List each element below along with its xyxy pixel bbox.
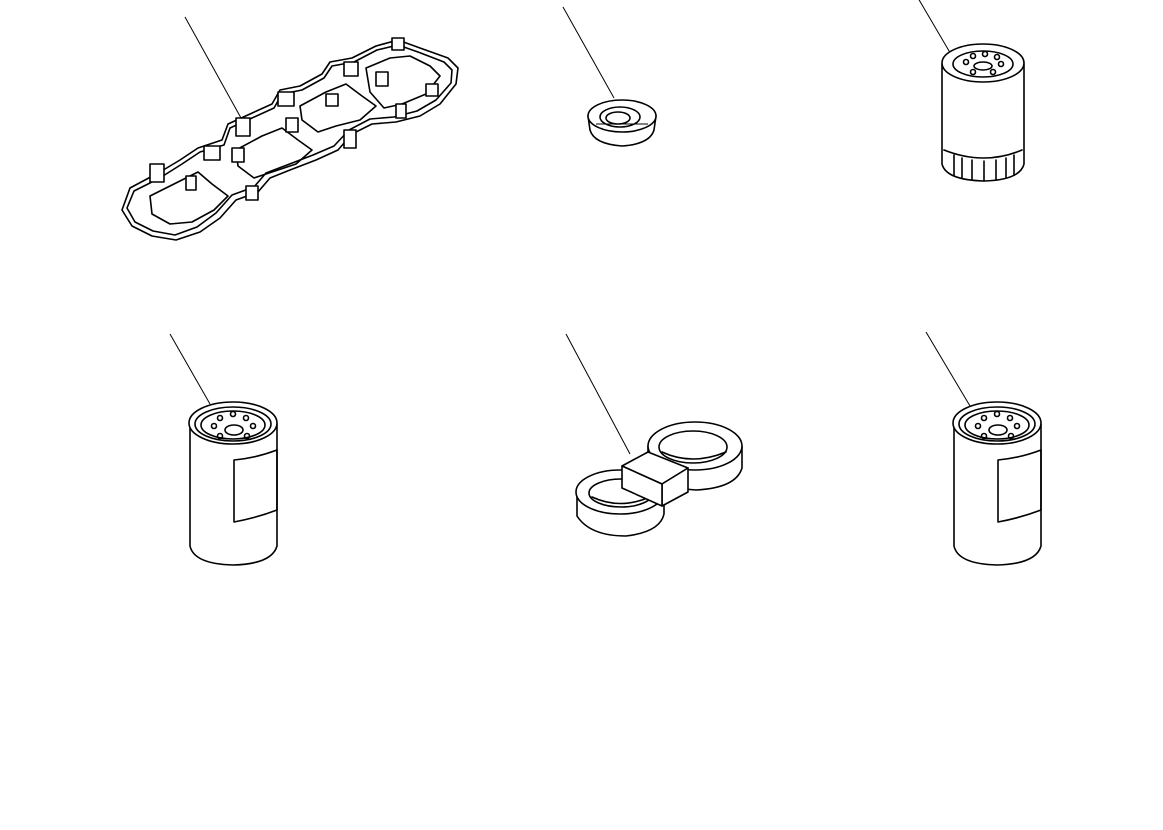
rocker-cover-gasket — [121, 16, 459, 241]
gasket-clips — [149, 37, 439, 201]
seal-ring — [562, 6, 657, 147]
fuel-filter-right-bore — [988, 424, 1008, 436]
gasket-cell-2 — [235, 127, 313, 179]
fuel-filter-left-label — [233, 449, 278, 523]
wrench-left-loop-body — [576, 493, 665, 537]
fuel-filter-left-body — [189, 423, 278, 566]
gasket-outer-outline — [121, 39, 459, 241]
oil-filter-center-bore — [973, 61, 993, 71]
fuel-filter-right-top — [952, 401, 1042, 445]
fuel-filter-left-holes — [210, 410, 257, 440]
oil-filter-holes — [962, 50, 1005, 76]
fuel-filter-right — [925, 331, 1042, 566]
fuel-filter-right-label — [997, 449, 1042, 523]
leader-line-gasket — [184, 16, 242, 119]
oil-filter-small — [918, 0, 1025, 182]
oil-filter-top — [941, 43, 1025, 83]
seal-inner-ring — [599, 106, 641, 128]
leader-line-fuel-filter-right — [925, 331, 971, 407]
gasket-inner-outline — [126, 44, 453, 236]
oil-filter-grip-band — [943, 149, 1023, 159]
leader-line-oil-filter — [918, 0, 953, 57]
leader-line-wrench — [565, 333, 631, 455]
leader-line-fuel-filter-left — [169, 333, 211, 405]
fuel-filter-left-top — [188, 401, 278, 445]
fuel-filter-right-holes — [974, 410, 1021, 440]
filter-wrench — [565, 333, 743, 537]
fuel-filter-right-body — [953, 423, 1042, 566]
leader-line-seal — [562, 6, 615, 99]
seal-body — [587, 115, 657, 147]
fuel-filter-left — [169, 333, 278, 566]
fuel-filter-left-bore — [224, 424, 244, 436]
gasket-cell-3 — [299, 83, 377, 133]
